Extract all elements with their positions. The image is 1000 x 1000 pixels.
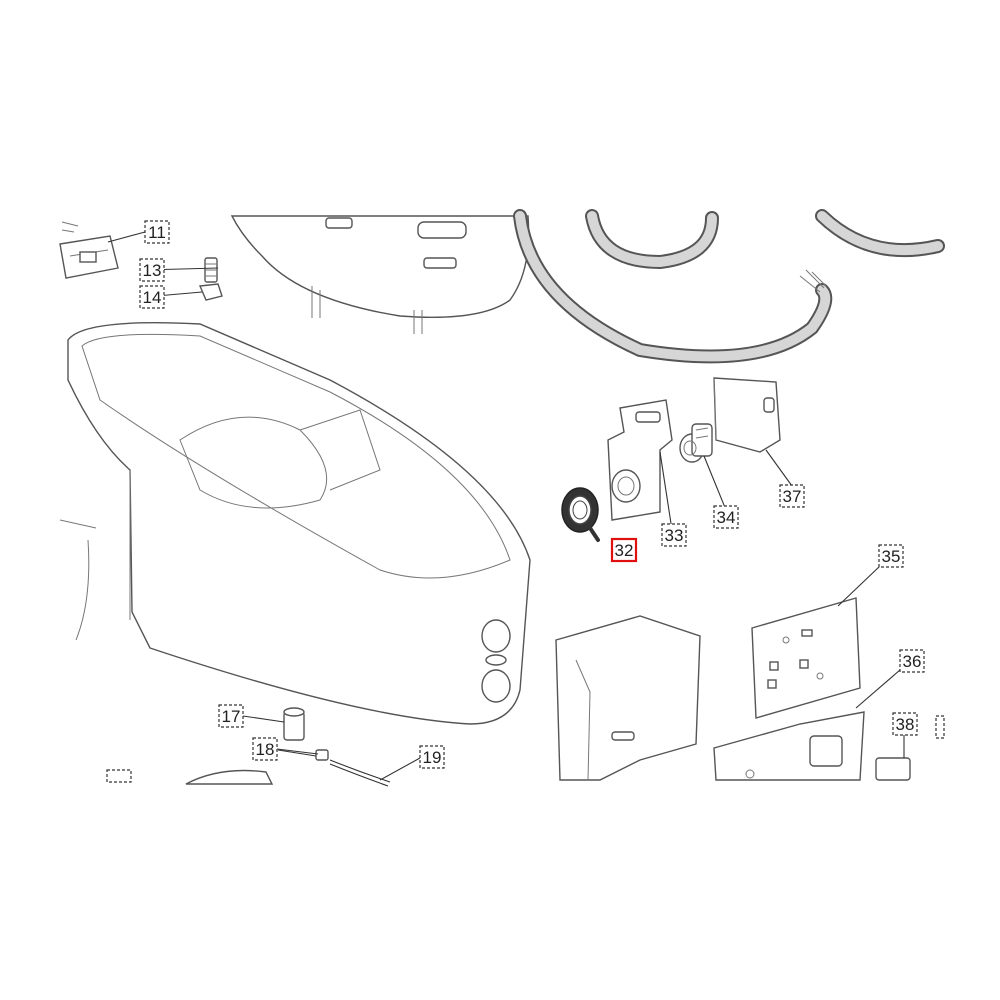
- part-callout-11[interactable]: 11: [144, 220, 170, 244]
- connector-18-drawing: [277, 749, 329, 761]
- svg-text:32: 32: [615, 541, 634, 560]
- svg-text:37: 37: [783, 487, 802, 506]
- svg-text:34: 34: [717, 508, 736, 527]
- part-callout-35[interactable]: 35: [878, 544, 904, 568]
- gasket-32-drawing: [561, 487, 600, 542]
- spring-13-drawing: [204, 257, 218, 283]
- svg-text:19: 19: [423, 748, 442, 767]
- part-callout-33[interactable]: 33: [661, 523, 687, 547]
- part-callout-13[interactable]: 13: [139, 258, 165, 282]
- bracket-36-drawing: [713, 711, 865, 781]
- part-callout-36[interactable]: 36: [899, 649, 925, 673]
- bracket-37-drawing: [713, 377, 781, 453]
- lower-cover-drawing: [185, 769, 274, 785]
- svg-text:11: 11: [148, 223, 166, 242]
- svg-text:38: 38: [896, 715, 915, 734]
- part-38-drawing: [875, 757, 911, 781]
- svg-text:14: 14: [143, 288, 162, 307]
- part-callout-37[interactable]: 37: [779, 484, 805, 508]
- base-housing-drawing: [59, 322, 531, 725]
- clip-14-drawing: [198, 283, 223, 301]
- svg-text:18: 18: [256, 740, 275, 759]
- part-callout-cropped-right: [935, 715, 945, 739]
- svg-text:17: 17: [222, 707, 241, 726]
- svg-text:35: 35: [882, 547, 901, 566]
- svg-text:13: 13: [143, 261, 162, 280]
- part-callout-18[interactable]: 18: [252, 737, 278, 761]
- part-callout-cropped-left: [106, 769, 132, 783]
- svg-text:33: 33: [665, 526, 684, 545]
- part-callout-38[interactable]: 38: [892, 712, 918, 736]
- fitting-34-drawing: [679, 423, 713, 463]
- part-callout-32[interactable]: 32: [610, 537, 638, 563]
- top-lid-drawing: [230, 215, 530, 334]
- cylinder-17-drawing: [283, 707, 305, 741]
- control-board-35-drawing: [751, 597, 861, 719]
- part-callout-19[interactable]: 19: [419, 745, 445, 769]
- water-hose-drawing: [513, 209, 945, 364]
- bracket-33-drawing: [607, 399, 673, 521]
- case-panel-drawing: [555, 615, 701, 781]
- part-callout-34[interactable]: 34: [713, 505, 739, 529]
- svg-text:36: 36: [903, 652, 922, 671]
- part-callout-17[interactable]: 17: [218, 704, 244, 728]
- bracket-11-drawing: [59, 221, 119, 279]
- part-callout-14[interactable]: 14: [139, 285, 165, 309]
- leader-lines: [107, 231, 905, 781]
- tube-19-drawing: [329, 759, 391, 787]
